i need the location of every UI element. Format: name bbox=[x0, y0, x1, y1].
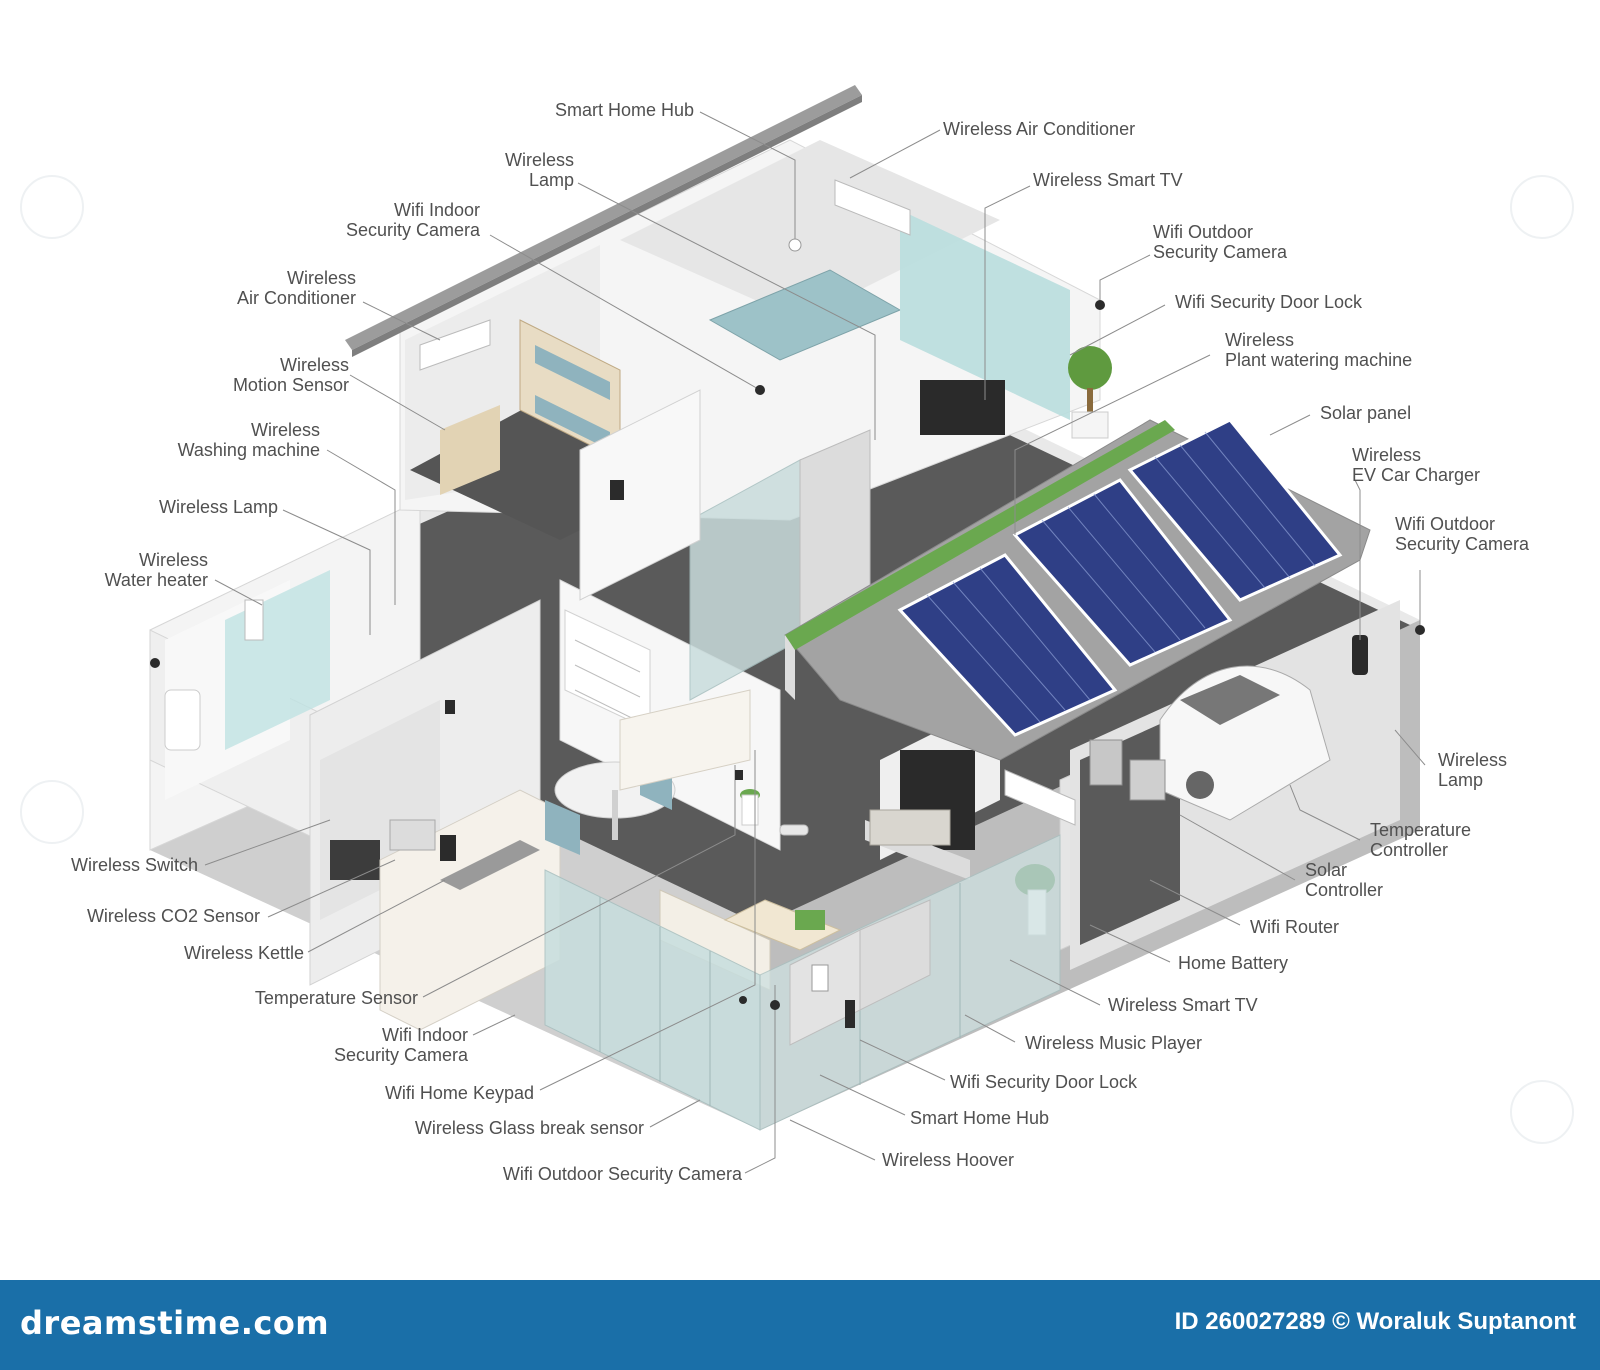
label-home-keypad: Wifi Home Keypad bbox=[384, 1083, 534, 1103]
brand-logo[interactable]: dreamstime.com bbox=[20, 1304, 330, 1342]
label-wireless-switch: Wireless Switch bbox=[70, 855, 198, 875]
watermark-icon bbox=[1510, 175, 1574, 239]
label-home-battery: Home Battery bbox=[1178, 953, 1289, 973]
label-outdoor-camera-bottom: Wifi Outdoor Security Camera bbox=[502, 1164, 742, 1184]
smart-home-illustration bbox=[149, 85, 1426, 1174]
label-smart-home-hub-bottom: Smart Home Hub bbox=[910, 1108, 1050, 1128]
device-markers bbox=[150, 238, 1425, 1010]
label-door-lock-top: Wifi Security Door Lock bbox=[1175, 292, 1363, 312]
label-wifi-router: Wifi Router bbox=[1250, 917, 1340, 937]
potted-plant bbox=[1068, 346, 1112, 439]
air-conditioners bbox=[419, 179, 1076, 826]
label-wireless-lamp-left: Wireless Lamp bbox=[158, 497, 278, 517]
watermark-icon bbox=[1510, 1080, 1574, 1144]
label-music-player: Wireless Music Player bbox=[1025, 1033, 1203, 1053]
label-temperature-sensor: Temperature Sensor bbox=[254, 988, 418, 1008]
garage bbox=[1070, 600, 1400, 970]
label-kettle: Wireless Kettle bbox=[183, 943, 304, 963]
label-smart-home-hub-top: Smart Home Hub bbox=[554, 100, 694, 120]
watermark-icon bbox=[20, 175, 84, 239]
label-smart-tv-top: Wireless Smart TV bbox=[1033, 170, 1183, 190]
label-hoover: Wireless Hoover bbox=[882, 1150, 1015, 1170]
label-solar-panel: Solar panel bbox=[1320, 403, 1412, 423]
kitchen bbox=[320, 609, 651, 1031]
dining-area bbox=[545, 689, 760, 855]
image-credit: ID 260027289 © Woraluk Suptanont bbox=[1174, 1308, 1576, 1335]
leader-lines bbox=[204, 111, 1426, 1174]
entrance bbox=[789, 899, 931, 1046]
watermark-icon bbox=[20, 780, 84, 844]
roof-overhang bbox=[345, 85, 862, 357]
solar-panels bbox=[897, 418, 1343, 737]
bathroom bbox=[164, 570, 330, 800]
footer-bar: dreamstime.com ID 260027289 © Woraluk Su… bbox=[0, 1280, 1600, 1370]
label-co2-sensor: Wireless CO2 Sensor bbox=[86, 906, 260, 926]
label-smart-tv-bottom: Wireless Smart TV bbox=[1108, 995, 1258, 1015]
label-door-lock-bottom: Wifi Security Door Lock bbox=[950, 1072, 1138, 1092]
label-wireless-ac-top: Wireless Air Conditioner bbox=[943, 119, 1136, 139]
label-glass-break-sensor: Wireless Glass break sensor bbox=[414, 1118, 644, 1138]
